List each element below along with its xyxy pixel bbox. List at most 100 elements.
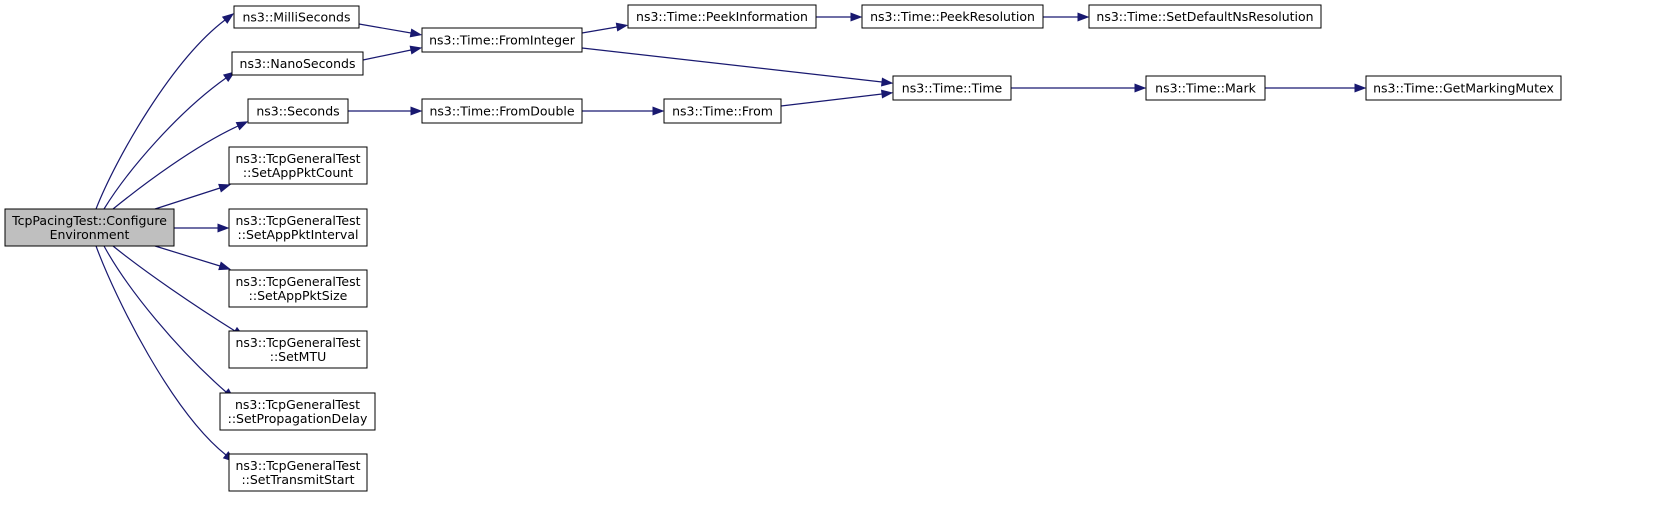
edge-line [362, 49, 412, 61]
arrowhead [218, 261, 231, 271]
node-box[interactable] [1145, 75, 1266, 101]
node-box[interactable] [228, 146, 368, 185]
arrowhead [218, 183, 231, 193]
arrowhead [850, 12, 863, 22]
node-label: ns3::Time::GetMarkingMutex [1373, 81, 1554, 96]
arrowhead [615, 22, 629, 32]
node-box[interactable] [233, 5, 360, 29]
node-label: ::SetTransmitStart [241, 472, 354, 487]
node-txstart[interactable]: ns3::TcpGeneralTest::SetTransmitStart [228, 453, 368, 492]
edges-layer [95, 12, 1367, 463]
arrowhead [221, 13, 235, 24]
node-box[interactable] [228, 269, 368, 308]
edge-line [103, 77, 227, 210]
node-box[interactable] [228, 330, 368, 369]
node-label: ns3::TcpGeneralTest [235, 458, 360, 473]
node-box[interactable] [4, 208, 175, 247]
edge-root-to-milli [95, 13, 235, 210]
node-pktsize[interactable]: ns3::TcpGeneralTest::SetAppPktSize [228, 269, 368, 308]
edge-root-to-txstart [95, 245, 235, 463]
node-label: ns3::Time::Mark [1155, 81, 1256, 96]
node-label: ns3::MilliSeconds [242, 10, 350, 25]
node-pktcount[interactable]: ns3::TcpGeneralTest::SetAppPktCount [228, 146, 368, 185]
node-label: ns3::Time::SetDefaultNsResolution [1096, 9, 1313, 24]
edge-peekinfo-to-peekres [816, 12, 863, 22]
edge-root-to-mtu [112, 245, 245, 338]
node-label: ns3::Time::PeekInformation [636, 9, 808, 24]
edge-root-to-pktcount [154, 183, 231, 210]
node-label: ns3::Seconds [256, 104, 339, 119]
node-propdelay[interactable]: ns3::TcpGeneralTest::SetPropagationDelay [219, 392, 376, 431]
nodes-layer: TcpPacingTest::ConfigureEnvironmentns3::… [4, 4, 1562, 492]
node-box[interactable] [421, 27, 583, 53]
edge-line [154, 187, 221, 210]
node-label: ns3::Time::FromDouble [429, 104, 574, 119]
node-mutex[interactable]: ns3::Time::GetMarkingMutex [1365, 75, 1562, 101]
arrowhead [652, 106, 665, 116]
edge-line [103, 245, 227, 393]
node-box[interactable] [247, 98, 349, 124]
node-label: ns3::Time::Time [902, 81, 1003, 96]
arrowhead [409, 28, 423, 38]
node-label: ::SetPropagationDelay [228, 411, 368, 426]
node-peekinfo[interactable]: ns3::Time::PeekInformation [627, 4, 817, 29]
edge-fromdouble-to-from [582, 106, 665, 116]
node-nano[interactable]: ns3::NanoSeconds [231, 51, 364, 76]
node-label: ns3::TcpGeneralTest [235, 335, 360, 350]
node-label: Environment [50, 227, 130, 242]
edge-time-to-mark [1011, 83, 1147, 93]
edge-nano-to-fromint [362, 45, 423, 61]
node-fromdouble[interactable]: ns3::Time::FromDouble [421, 98, 583, 124]
edge-peekres-to-setdefault [1043, 12, 1090, 22]
edge-from-to-time [780, 89, 894, 107]
edge-fromint-to-peekinfo [581, 22, 629, 34]
node-box[interactable] [219, 392, 376, 431]
node-label: ns3::TcpGeneralTest [235, 213, 360, 228]
node-box[interactable] [1088, 4, 1322, 29]
node-label: ns3::Time::FromInteger [429, 33, 576, 48]
node-label: ns3::Time::From [672, 104, 773, 119]
node-label: ::SetAppPktSize [249, 288, 348, 303]
edge-line [358, 23, 412, 34]
arrowhead [409, 45, 423, 55]
edge-line [112, 125, 239, 210]
arrowhead [1354, 83, 1367, 93]
edge-line [112, 245, 236, 332]
arrowhead [235, 121, 249, 131]
node-label: ns3::TcpGeneralTest [235, 274, 360, 289]
edge-root-to-propdelay [103, 245, 235, 400]
node-from[interactable]: ns3::Time::From [663, 98, 782, 124]
node-milli[interactable]: ns3::MilliSeconds [233, 5, 360, 29]
node-label: ::SetMTU [270, 349, 327, 364]
node-pktinterval[interactable]: ns3::TcpGeneralTest::SetAppPktInterval [228, 208, 368, 247]
node-box[interactable] [228, 453, 368, 492]
node-box[interactable] [892, 75, 1012, 101]
node-seconds[interactable]: ns3::Seconds [247, 98, 349, 124]
node-peekres[interactable]: ns3::Time::PeekResolution [861, 4, 1044, 29]
node-mtu[interactable]: ns3::TcpGeneralTest::SetMTU [228, 330, 368, 369]
node-fromint[interactable]: ns3::Time::FromInteger [421, 27, 583, 53]
node-label: ::SetAppPktInterval [238, 227, 359, 242]
node-label: ns3::TcpGeneralTest [235, 151, 360, 166]
edge-milli-to-fromint [358, 23, 423, 38]
node-time[interactable]: ns3::Time::Time [892, 75, 1012, 101]
node-label: ns3::TcpGeneralTest [235, 397, 360, 412]
edge-line [95, 245, 227, 456]
node-mark[interactable]: ns3::Time::Mark [1145, 75, 1266, 101]
node-box[interactable] [663, 98, 782, 124]
node-box[interactable] [861, 4, 1044, 29]
edge-root-to-pktinterval [174, 223, 230, 233]
node-box[interactable] [421, 98, 583, 124]
arrowhead [217, 223, 230, 233]
node-box[interactable] [228, 208, 368, 247]
node-box[interactable] [231, 51, 364, 76]
node-box[interactable] [1365, 75, 1562, 101]
node-setdefault[interactable]: ns3::Time::SetDefaultNsResolution [1088, 4, 1322, 29]
arrowhead [410, 106, 423, 116]
node-box[interactable] [627, 4, 817, 29]
edge-root-to-pktsize [154, 245, 231, 271]
edge-line [581, 26, 618, 34]
node-label: ::SetAppPktCount [243, 165, 353, 180]
